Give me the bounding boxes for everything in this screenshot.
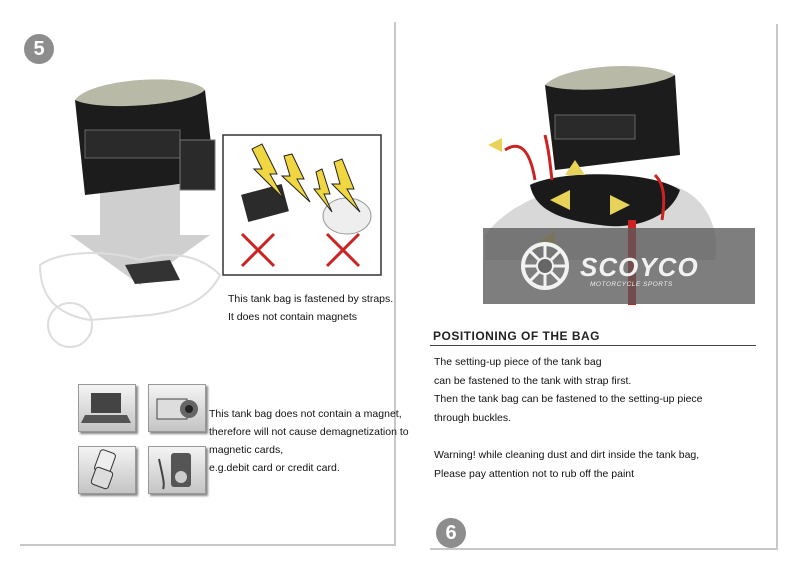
tank-bag-illustration (38, 79, 222, 348)
down-arrow (70, 185, 210, 285)
page-frame (20, 22, 396, 546)
strap (504, 144, 537, 181)
body-line: The setting-up piece of the tank bag (434, 356, 602, 368)
lightning-icon (251, 143, 285, 200)
laptop-icon (78, 384, 136, 432)
magnet-info-line: This tank bag does not contain a magnet, (209, 408, 402, 420)
page-number: 6 (436, 518, 466, 548)
coin-icon (322, 197, 372, 235)
camcorder-icon (148, 384, 206, 432)
no-magnet-panel (222, 134, 382, 276)
magnet-info-line: e.g.debit card or credit card. (209, 462, 340, 474)
magnet-info-line: magnetic cards, (209, 444, 284, 456)
watermark-tagline: MOTORCYCLE SPORTS (590, 281, 673, 288)
section-heading: POSITIONING OF THE BAG (433, 329, 601, 343)
watermark-brand: SCOYCO (580, 252, 699, 282)
mobile-phone-icon (78, 446, 136, 494)
arrow-icon (488, 138, 502, 152)
body-line: through buckles. (434, 412, 512, 424)
mp3-player-icon (148, 446, 206, 494)
heading-rule (430, 345, 756, 346)
card-icon (241, 184, 289, 222)
setting-up-plate (530, 174, 680, 227)
page-frame (430, 24, 778, 550)
caption-line: This tank bag is fastened by straps. (228, 293, 394, 305)
body-line: Then the tank bag can be fastened to the… (434, 393, 703, 405)
caption-line: It does not contain magnets (228, 311, 357, 323)
warning-line: Warning! while cleaning dust and dirt in… (434, 449, 700, 461)
magnet-info-line: therefore will not cause demagnetization… (209, 426, 409, 438)
brand-logo-icon (521, 242, 569, 290)
body-line: can be fastened to the tank with strap f… (434, 375, 632, 387)
page-number: 5 (24, 34, 54, 64)
warning-line: Please pay attention not to rub off the … (434, 468, 635, 480)
